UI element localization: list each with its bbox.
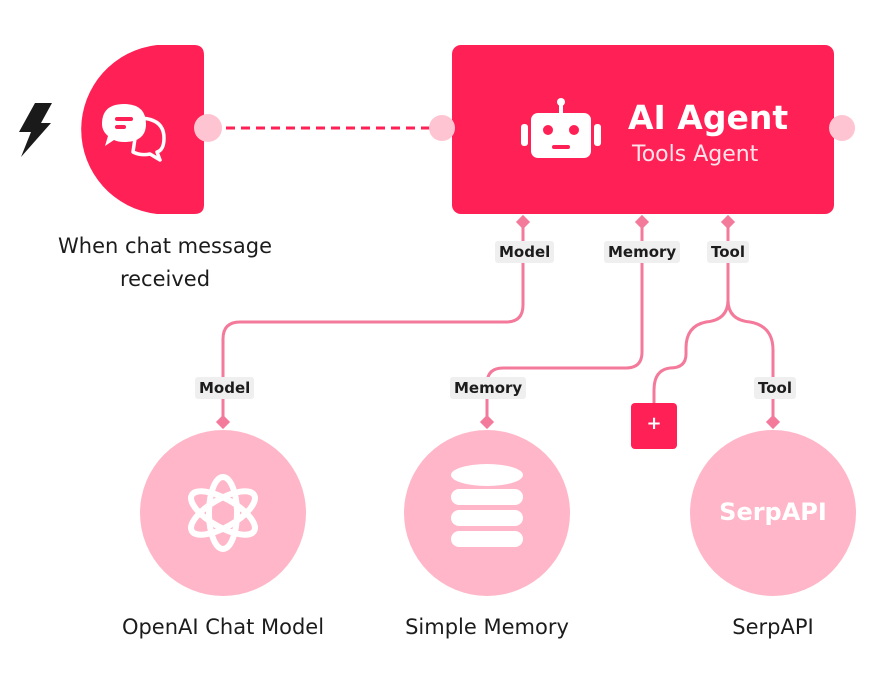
agent-memory-port-label: Memory <box>604 241 681 263</box>
add-tool-plus[interactable]: + <box>646 413 662 434</box>
agent-subtitle: Tools Agent <box>632 142 759 167</box>
serpapi-node[interactable] <box>690 430 856 596</box>
tool-add-connection <box>652 299 730 404</box>
agent-model-port[interactable] <box>515 214 531 230</box>
model-connection <box>221 222 525 420</box>
lightning-icon <box>19 103 52 157</box>
trigger-output-port[interactable] <box>194 114 222 142</box>
add-tool-button[interactable] <box>631 403 677 449</box>
agent-output-port[interactable] <box>829 115 855 141</box>
robot-icon <box>521 98 601 158</box>
tool-connection <box>726 222 775 420</box>
agent-tool-port[interactable] <box>720 214 736 230</box>
memory-port-label: Memory <box>450 377 527 399</box>
memory-caption: Simple Memory <box>405 615 569 639</box>
serpapi-port-label: Tool <box>754 377 796 399</box>
openai-chat-model-node[interactable] <box>140 430 306 596</box>
agent-input-port[interactable] <box>429 115 455 141</box>
trigger-caption-line2: received <box>119 267 211 291</box>
openai-caption: OpenAI Chat Model <box>121 615 325 639</box>
agent-tool-port-label: Tool <box>707 241 749 263</box>
serpapi-logo-text: SerpAPI <box>719 498 827 526</box>
openai-port-label: Model <box>195 377 255 399</box>
agent-model-port-label: Model <box>495 241 555 263</box>
database-icon <box>451 464 523 547</box>
ai-agent-node[interactable] <box>452 45 834 214</box>
chat-bubbles-icon <box>102 104 166 162</box>
memory-input-port[interactable] <box>479 414 495 430</box>
openai-input-port[interactable] <box>215 414 231 430</box>
trigger-caption-line1: When chat message <box>58 234 272 258</box>
agent-memory-port[interactable] <box>634 214 650 230</box>
serpapi-caption: SerpAPI <box>732 615 814 639</box>
openai-icon <box>188 474 258 552</box>
serpapi-input-port[interactable] <box>765 414 781 430</box>
agent-title: AI Agent <box>628 98 789 137</box>
trigger-caption: When chat message received <box>20 230 310 296</box>
